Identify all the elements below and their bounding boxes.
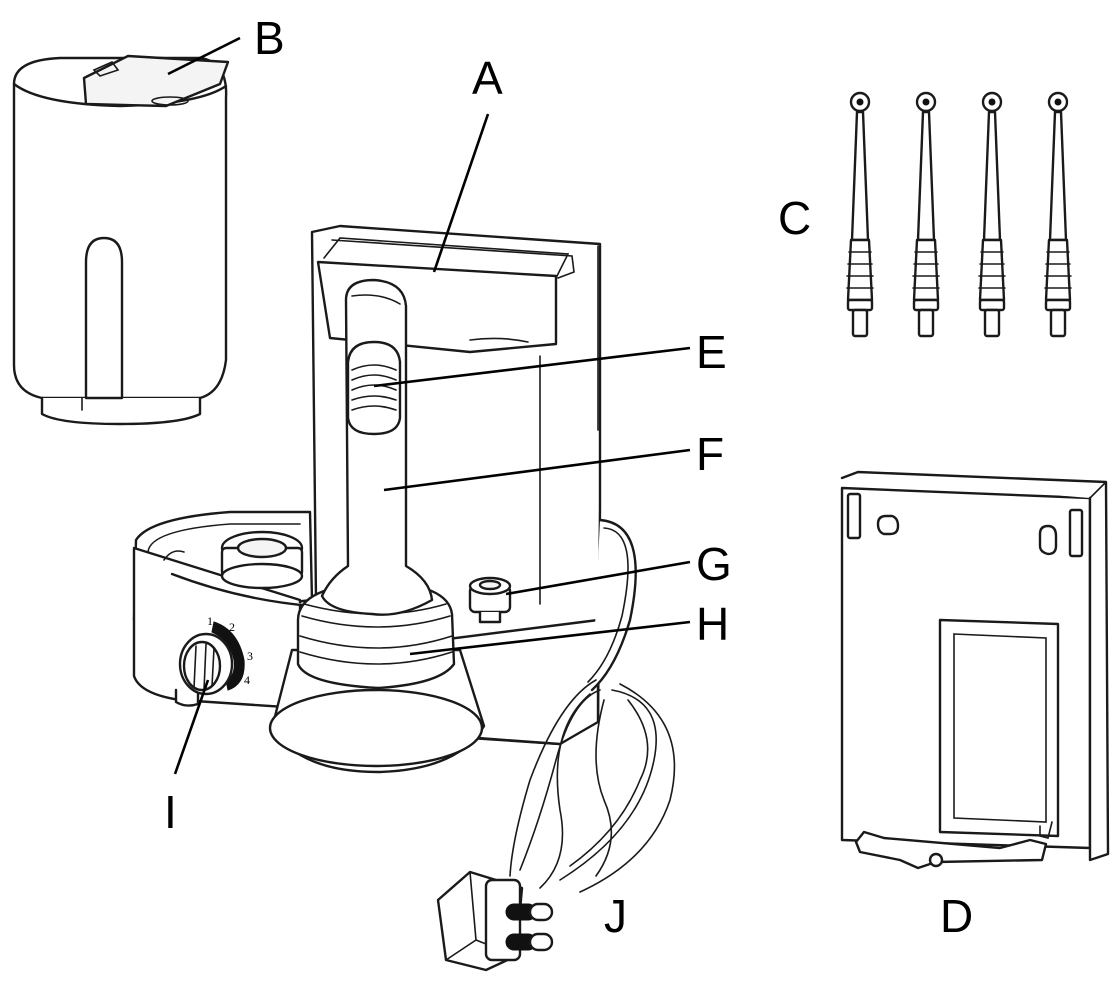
power-cord — [509, 679, 676, 893]
hose — [587, 518, 637, 692]
dial-setting-3: 3 — [247, 649, 253, 663]
label-b: B — [254, 12, 285, 64]
pressure-dial: 1 2 3 4 — [178, 614, 253, 696]
leader-lines — [167, 36, 691, 775]
handle-button — [346, 340, 402, 436]
label-f: F — [696, 428, 724, 480]
label-c: C — [778, 192, 811, 244]
wall-mount-bracket — [840, 470, 1110, 870]
irrigator-handle — [320, 278, 434, 616]
label-i: I — [164, 786, 177, 838]
part-labels: A B C D E F G H I J — [164, 12, 973, 942]
dial-setting-1: 1 — [207, 614, 213, 628]
label-g: G — [696, 538, 732, 590]
jet-tip-2 — [912, 91, 940, 338]
leader-line-a — [432, 113, 490, 273]
leader-line-e — [373, 346, 691, 388]
label-e: E — [696, 326, 727, 378]
leader-line-g — [505, 560, 691, 596]
label-a: A — [472, 52, 503, 104]
water-reservoir — [12, 54, 230, 426]
leader-line-f — [383, 448, 691, 492]
dial-setting-2: 2 — [229, 620, 235, 634]
label-d: D — [940, 890, 973, 942]
label-h: H — [696, 598, 729, 650]
power-plug — [436, 870, 554, 972]
dial-setting-4: 4 — [244, 673, 250, 687]
leader-line-i — [173, 679, 210, 775]
jet-tip-3 — [978, 91, 1006, 338]
leader-line-b — [167, 36, 241, 76]
tip-storage-knob — [468, 576, 512, 624]
jet-tips — [846, 91, 1072, 338]
leader-line-h — [409, 620, 691, 656]
jet-tip-4 — [1044, 91, 1072, 338]
jet-tip-1 — [846, 91, 874, 338]
label-j: J — [604, 890, 627, 942]
